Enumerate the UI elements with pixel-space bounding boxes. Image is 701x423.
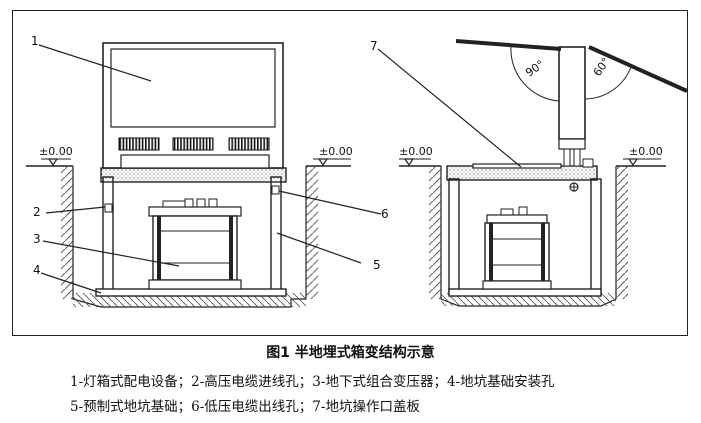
level-mark-3: ±0.00 xyxy=(399,145,433,158)
left-unit xyxy=(26,42,382,308)
callout-5: 5 xyxy=(373,258,381,272)
structure-diagram: ±0.00 ±0.00 ±0.00 ±0.00 1 2 3 4 5 6 7 90… xyxy=(26,34,688,308)
drawing-frame: ±0.00 ±0.00 ±0.00 ±0.00 1 2 3 4 5 6 7 90… xyxy=(12,10,688,336)
legend-line-2: 5-预制式地坑基础；6-低压电缆出线孔；7-地坑操作口盖板 xyxy=(70,399,420,415)
level-marks: ±0.00 ±0.00 ±0.00 ±0.00 xyxy=(39,145,663,167)
callout-labels: 1 2 3 4 5 6 7 xyxy=(31,34,389,277)
level-mark-1: ±0.00 xyxy=(39,145,73,158)
angle-label-90: 90° xyxy=(523,58,546,80)
callout-1: 1 xyxy=(31,34,39,48)
callout-2: 2 xyxy=(33,205,41,219)
callout-4: 4 xyxy=(33,263,41,277)
callout-3: 3 xyxy=(33,232,41,246)
angle-label-60: 60° xyxy=(591,55,613,78)
callout-6: 6 xyxy=(381,207,389,221)
level-mark-4: ±0.00 xyxy=(629,145,663,158)
transformer-right xyxy=(482,206,552,290)
transformer-left xyxy=(148,198,242,290)
right-unit xyxy=(377,39,688,307)
callout-7: 7 xyxy=(370,39,378,53)
level-mark-2: ±0.00 xyxy=(319,145,353,158)
figure-caption: 图1 半地埋式箱变结构示意 xyxy=(266,345,435,361)
legend-line-1: 1-灯箱式配电设备；2-高压电缆进线孔；3-地下式组合变压器；4-地坑基础安装孔 xyxy=(70,374,555,390)
